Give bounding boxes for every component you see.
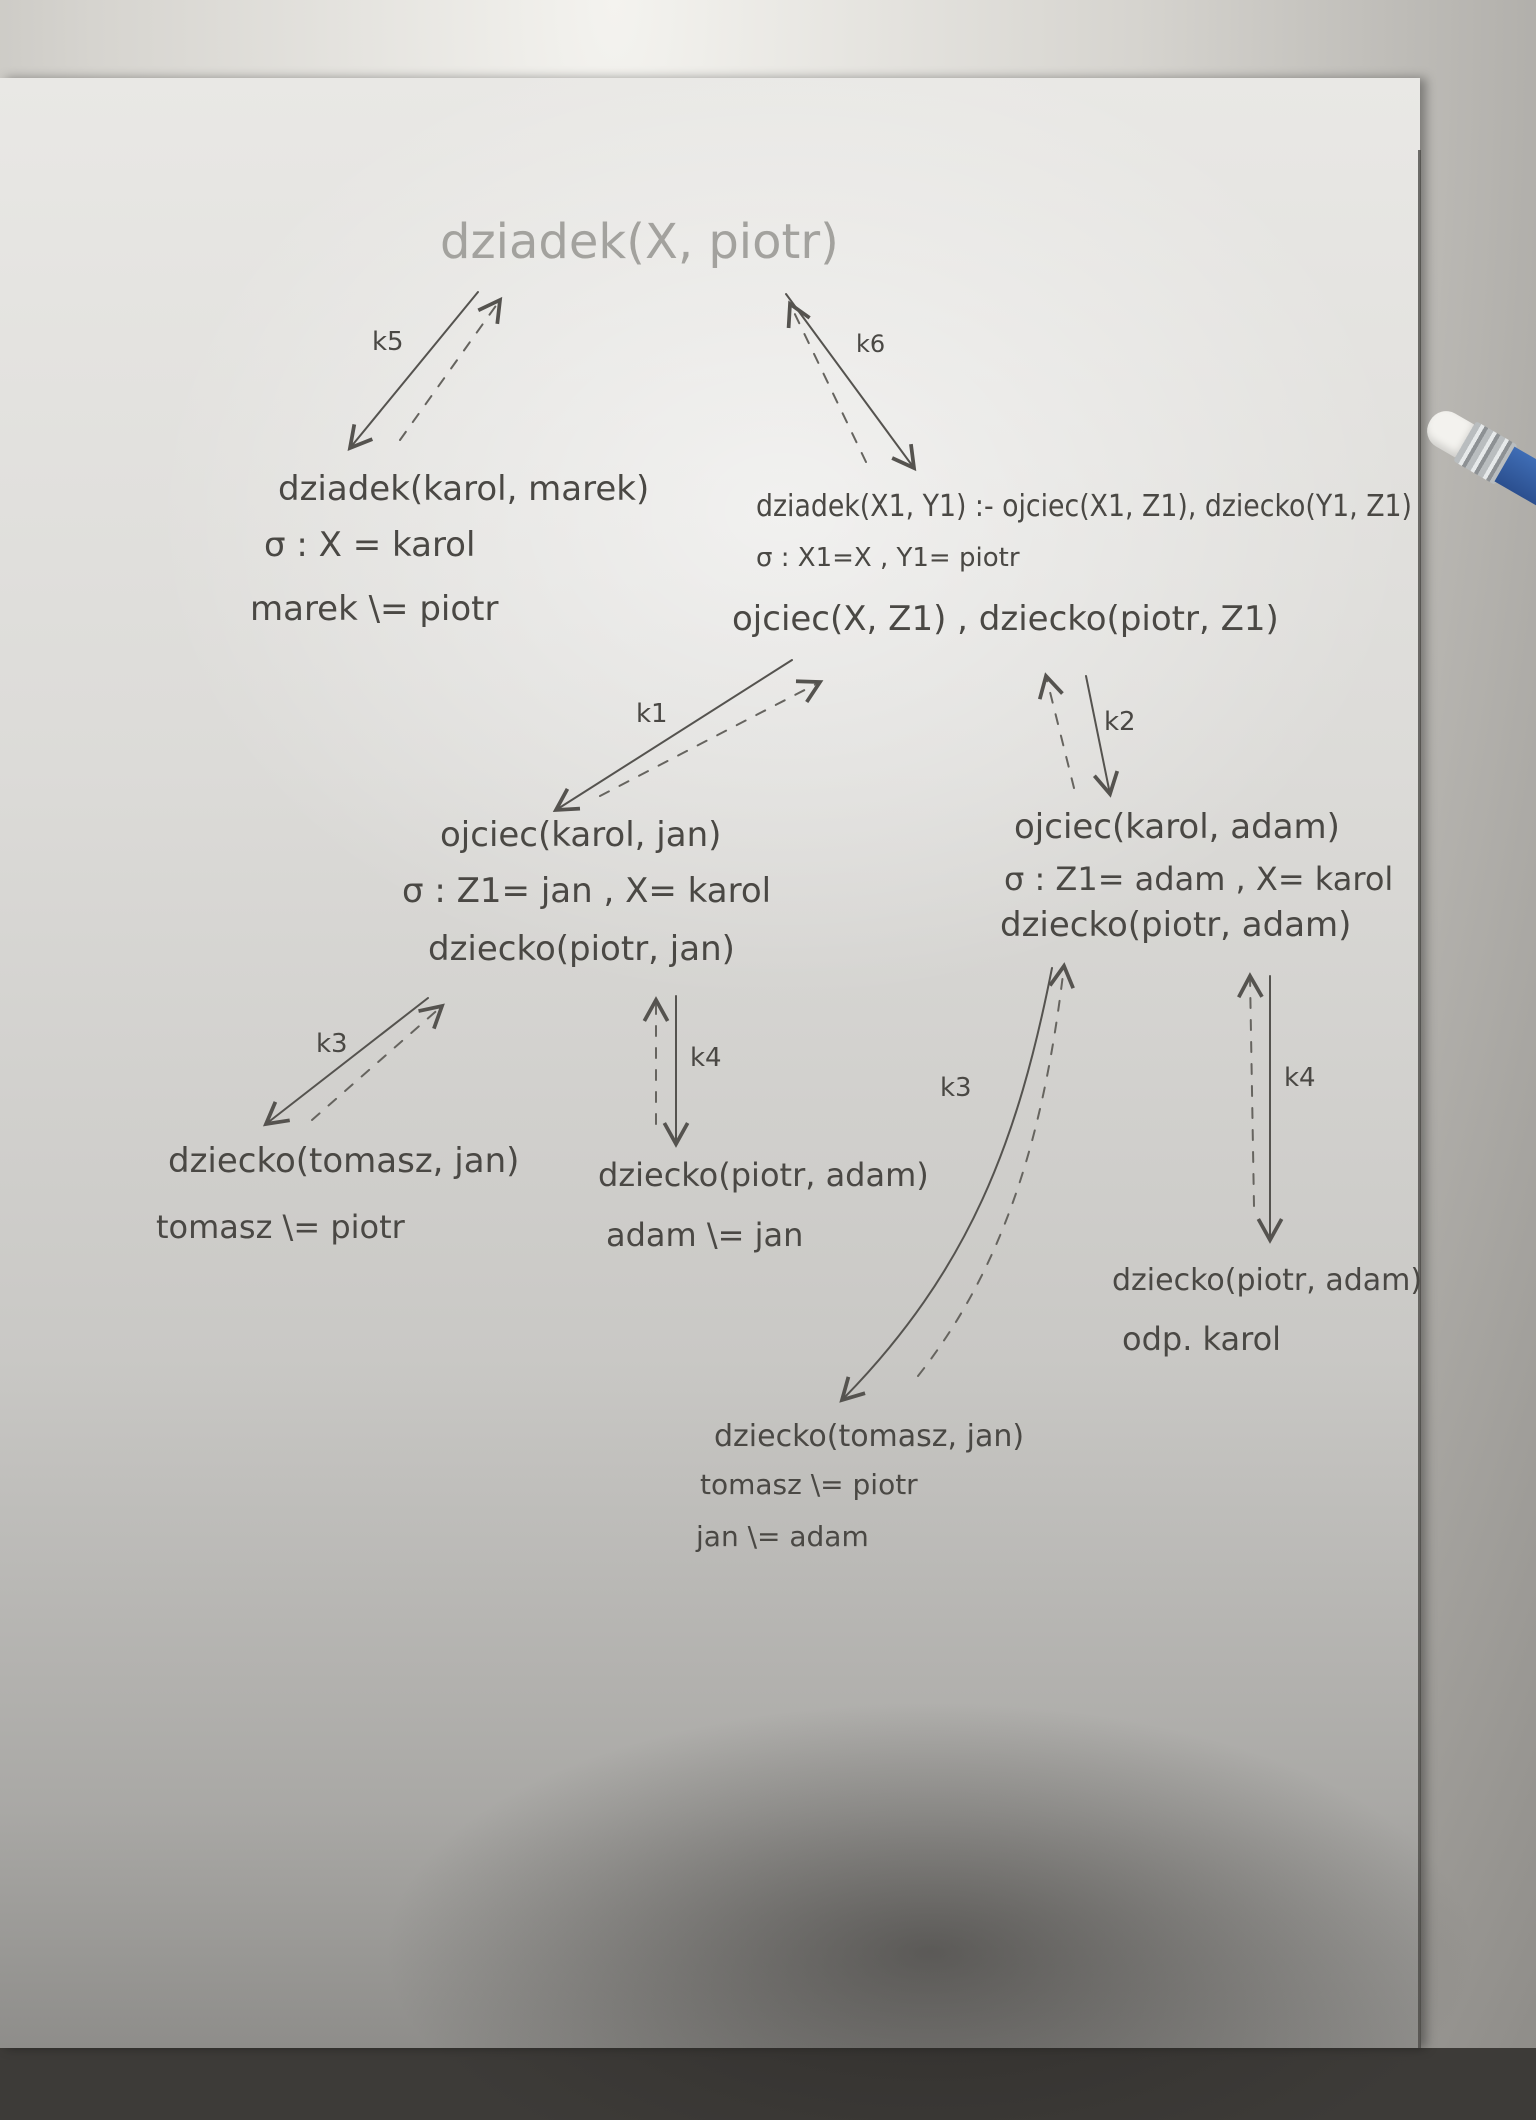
- edge-k2-return: [1046, 676, 1074, 788]
- edge-label-k3-right: k3: [940, 1073, 972, 1103]
- check-jan-adam: jan \= adam: [695, 1520, 869, 1553]
- check-tomasz-piotr: tomasz \= piotr: [156, 1208, 406, 1246]
- goals-conjunction: ojciec(X, Z1) , dziecko(piotr, Z1): [732, 599, 1279, 639]
- edge-k6-return: [790, 304, 866, 462]
- check-marek-piotr: marek \= piotr: [250, 589, 499, 629]
- answer-karol: odp. karol: [1122, 1320, 1281, 1358]
- edge-label-k2: k2: [1104, 707, 1136, 737]
- node-ojciec-karol-adam: ojciec(karol, adam): [1014, 807, 1340, 847]
- edge-k3-right-return: [918, 966, 1064, 1376]
- check-adam-jan: adam \= jan: [606, 1216, 803, 1254]
- rule-dziadek: dziadek(X1, Y1) :- ojciec(X1, Z1), dziec…: [756, 489, 1412, 524]
- edge-label-k5: k5: [372, 327, 404, 357]
- leaf-dziecko-tomasz-jan-2: dziecko(tomasz, jan): [714, 1419, 1024, 1454]
- check-tomasz-piotr-2: tomasz \= piotr: [700, 1468, 918, 1501]
- node-ojciec-karol-jan: ojciec(karol, jan): [440, 815, 721, 855]
- edge-label-k4-left: k4: [690, 1043, 722, 1073]
- edge-label-k4-right: k4: [1284, 1063, 1316, 1093]
- leaf-dziecko-piotr-adam-2: dziecko(piotr, adam): [1112, 1263, 1422, 1298]
- node-dziadek-karol-marek: dziadek(karol, marek): [278, 469, 649, 509]
- edge-label-k3-left: k3: [316, 1029, 348, 1059]
- edge-k1-return: [600, 682, 820, 796]
- edge-k3-left-return: [312, 1006, 442, 1120]
- edge-k1-solid: [556, 660, 792, 810]
- substitution-right: σ : X1=X , Y1= piotr: [756, 543, 1020, 573]
- leaf-dziecko-tomasz-jan: dziecko(tomasz, jan): [168, 1141, 519, 1181]
- leaf-dziecko-piotr-adam: dziecko(piotr, adam): [598, 1156, 929, 1194]
- substitution-left: σ : X = karol: [264, 525, 475, 565]
- edge-k6-solid: [786, 294, 914, 468]
- edge-k4-right-return: [1250, 976, 1254, 1206]
- edge-label-k1: k1: [636, 699, 668, 729]
- edge-k3-left-solid: [266, 998, 428, 1124]
- substitution-adam: σ : Z1= adam , X= karol: [1004, 860, 1393, 898]
- root-goal: dziadek(X, piotr): [440, 214, 839, 270]
- edge-k5-solid: [350, 292, 478, 448]
- edge-label-k6: k6: [856, 330, 885, 358]
- goal-dziecko-piotr-jan: dziecko(piotr, jan): [428, 929, 735, 969]
- goal-dziecko-piotr-adam: dziecko(piotr, adam): [1000, 905, 1351, 945]
- resolution-tree: dziadek(X, piotr) k5 k6 dziadek(karol, m…: [0, 0, 1536, 2048]
- substitution-jan: σ : Z1= jan , X= karol: [402, 871, 771, 911]
